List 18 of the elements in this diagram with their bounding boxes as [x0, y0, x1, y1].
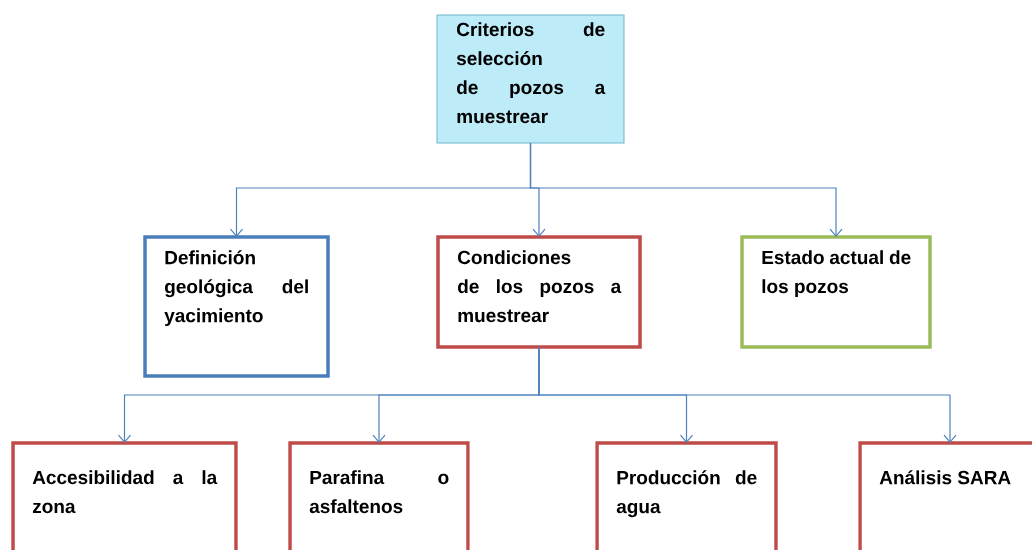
box-label: Condiciones de los pozos a muestrear [458, 250, 622, 323]
box-label: Producción de agua [616, 470, 757, 518]
criterion-box [11, 441, 238, 550]
box-label: Parafina o asfaltenos [309, 470, 449, 514]
criterion-box [740, 235, 932, 349]
criterion-box [595, 441, 778, 550]
box-label: Definición geológica del yacimiento [164, 250, 308, 327]
box-label: Estado actual de los pozos [762, 250, 911, 297]
box-label: Análisis SARA [879, 470, 1011, 485]
box-label: Criterios de selección de pozos a muestrear [456, 22, 606, 124]
criterion-box [858, 441, 1032, 550]
arrow [538, 346, 957, 443]
criterion-box [288, 441, 470, 550]
criterion-box [436, 235, 642, 349]
box-label: Accesibilidad a la zona [32, 470, 218, 514]
criterion-box [143, 235, 330, 378]
title-box [436, 14, 625, 144]
arrow [529, 142, 843, 237]
